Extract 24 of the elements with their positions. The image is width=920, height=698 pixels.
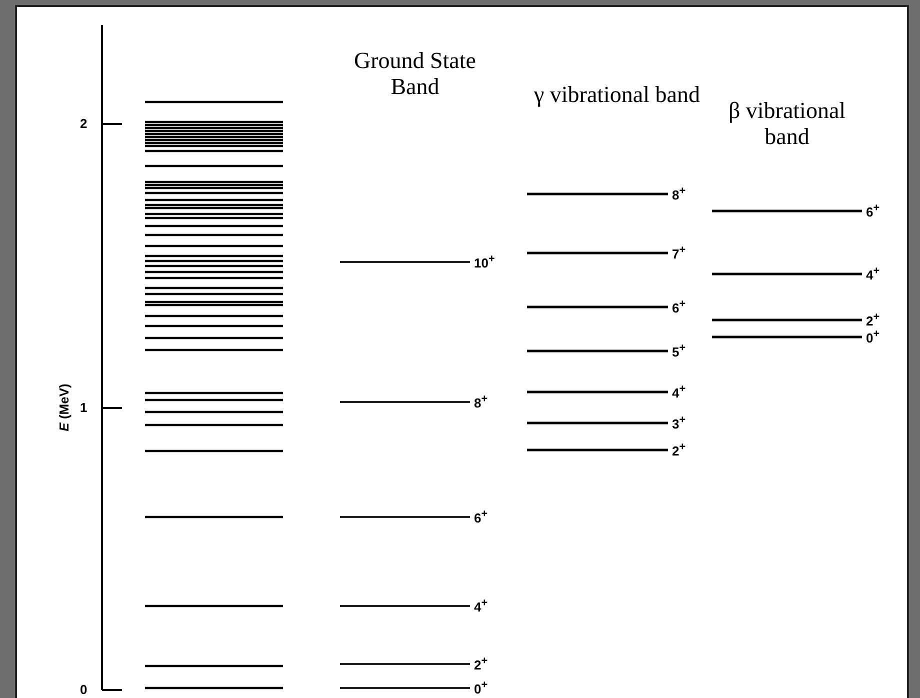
spin-parity-label: 7$^{+}$: [672, 244, 686, 262]
spin-parity-label: 5$^{+}$: [672, 342, 686, 360]
spin-parity-label: 2$^{+}$: [474, 655, 488, 672]
spin-parity-label: 8$^{+}$: [672, 185, 686, 202]
axis-tick-label: 0: [80, 682, 88, 697]
axis-title: E (MeV): [56, 384, 72, 432]
spin-parity-label: 0$^{+}$: [866, 328, 880, 346]
spin-parity-label: 2$^{+}$: [672, 441, 686, 458]
spin-parity-label: 4$^{+}$: [474, 597, 488, 614]
band-heading: γ vibrational band: [532, 82, 701, 108]
band-heading: β vibrational band: [727, 98, 847, 150]
spin-parity-label: 2$^{+}$: [866, 311, 880, 328]
spin-parity-label: 6$^{+}$: [474, 508, 488, 526]
axis-tick-label: 2: [80, 116, 88, 131]
spin-parity-label: 8$^{+}$: [474, 393, 488, 410]
spin-parity-label: 3$^{+}$: [672, 414, 686, 432]
spin-parity-label: 0$^{+}$: [474, 679, 488, 696]
band-heading: Ground State Band: [352, 48, 477, 100]
spin-parity-label: 4$^{+}$: [672, 383, 686, 400]
axis-tick-label: 1: [80, 400, 88, 415]
spin-parity-label: 6$^{+}$: [866, 202, 880, 220]
spin-parity-label: 10$^{+}$: [474, 253, 495, 270]
spin-parity-label: 6$^{+}$: [672, 298, 686, 316]
spin-parity-label: 4$^{+}$: [866, 265, 880, 282]
